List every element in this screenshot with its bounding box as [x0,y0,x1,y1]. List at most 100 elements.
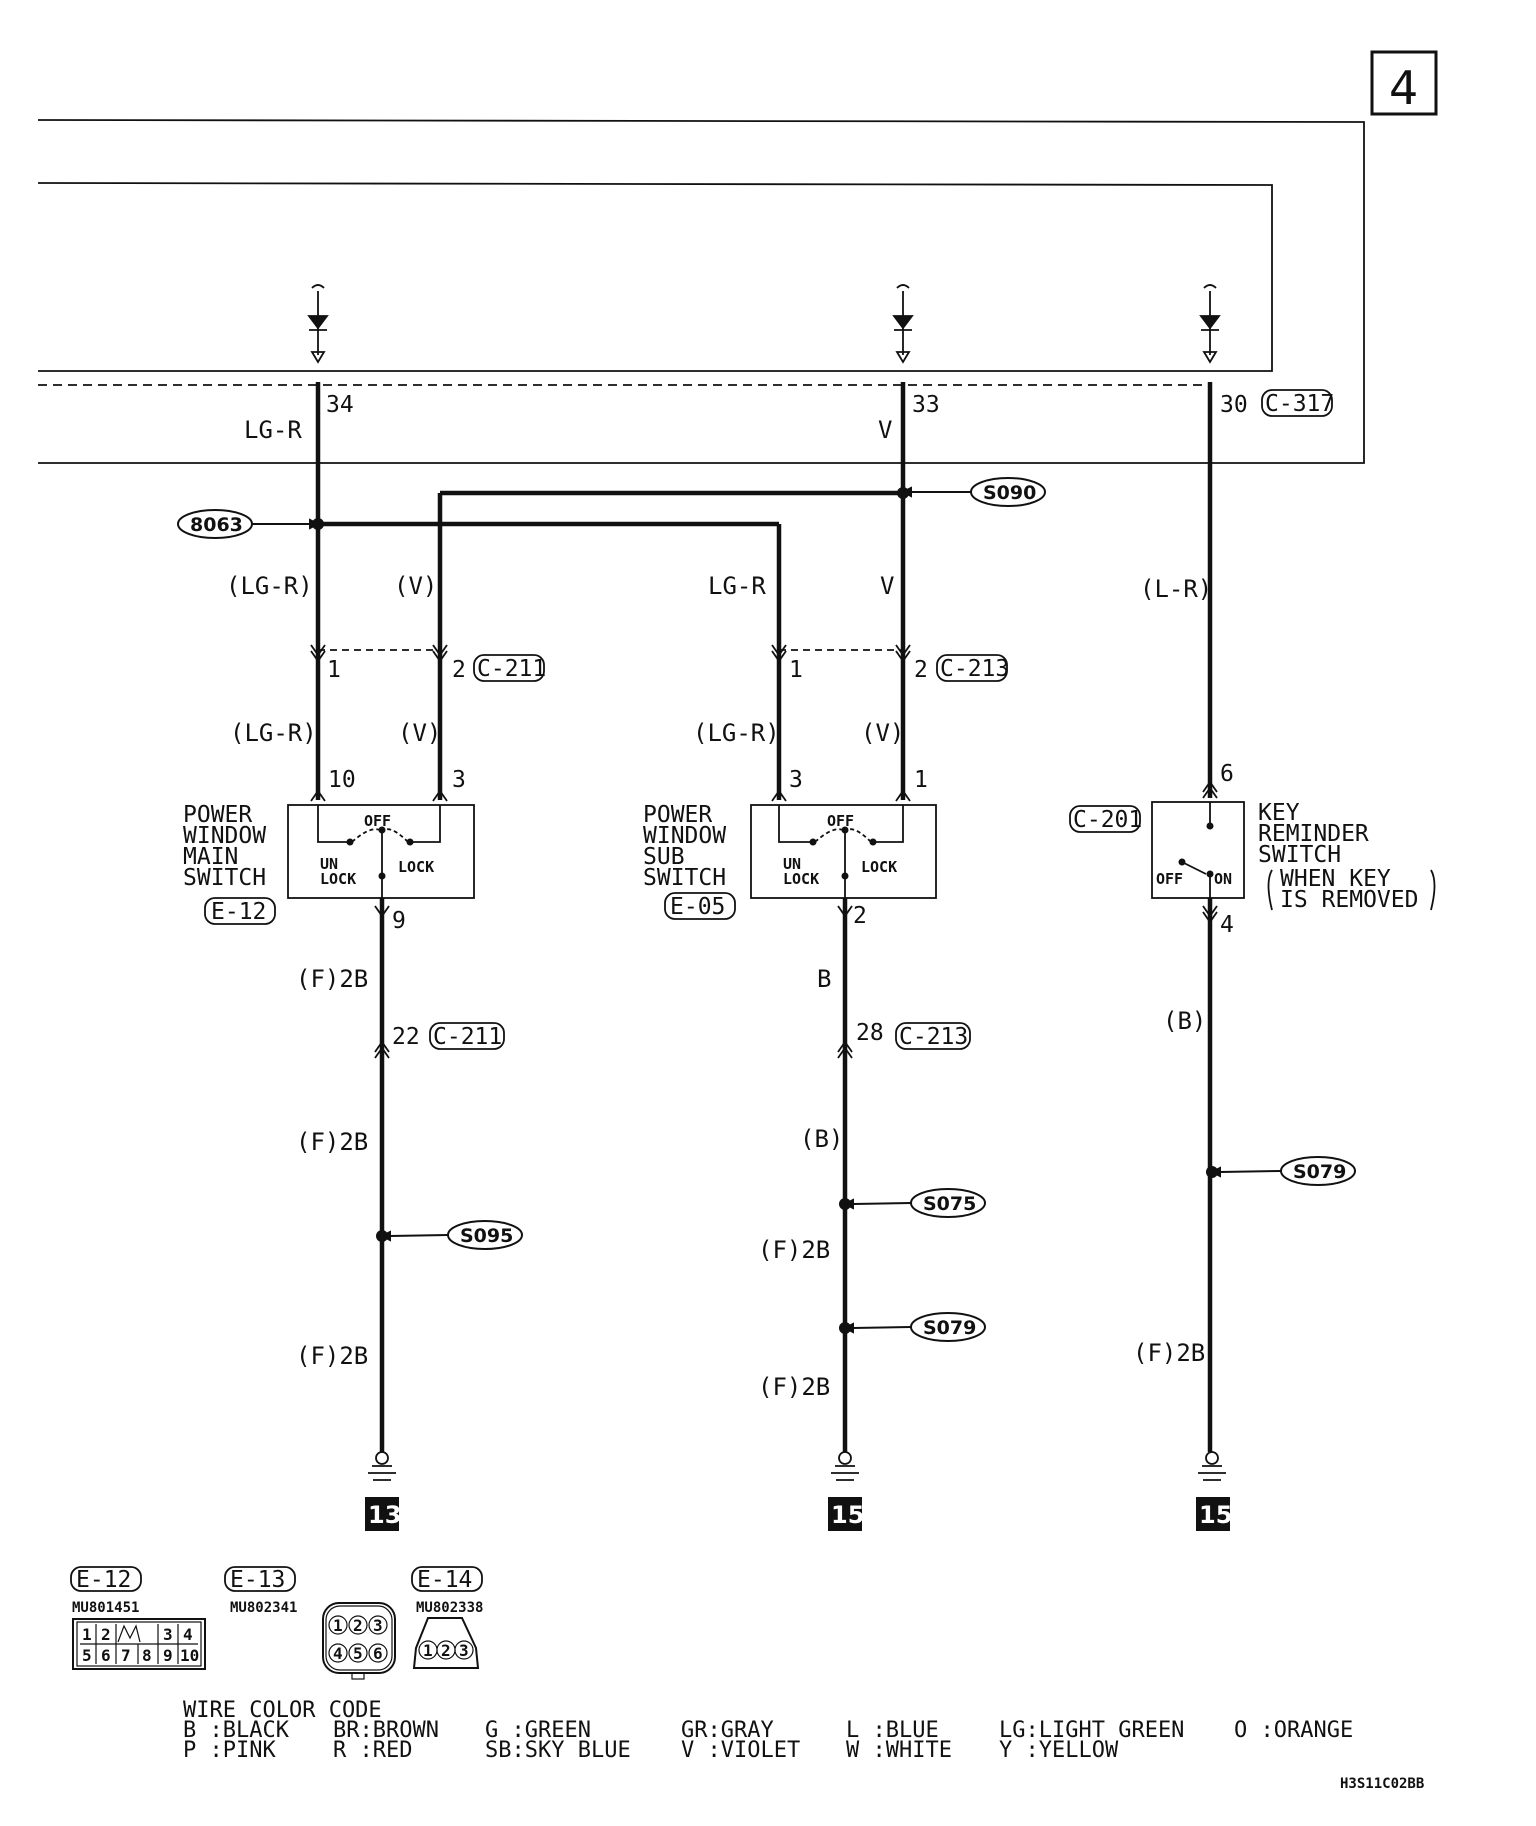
connector-c213: C-213 [940,656,1009,682]
ground-symbols [368,1451,1226,1481]
svg-text:6: 6 [101,1646,111,1665]
connector-c201: C-201 [1073,807,1142,833]
svg-text:MU802341: MU802341 [230,1600,297,1616]
wire-label: (L-R) [1140,575,1212,603]
pin-label: 28 [856,1020,884,1046]
key-switch-title: SWITCH [1258,842,1341,868]
sub-switch-title: SUB [643,844,685,870]
main-switch-title: WINDOW [183,823,266,849]
pin-label: 6 [1220,761,1234,787]
switch-unlock-label: LOCK [783,870,819,888]
wire-v-top: V [878,416,892,444]
pin-label: 3 [789,767,803,793]
svg-text:E-14: E-14 [417,1567,472,1593]
switch-off-label: OFF [827,812,854,830]
svg-text:5: 5 [353,1644,363,1663]
splice-s079-mid: S079 [923,1317,976,1339]
switch-un-label: UN [320,855,338,873]
svg-text:4: 4 [183,1625,193,1644]
svg-text:1: 1 [333,1616,343,1635]
svg-text:3: 3 [373,1616,383,1635]
svg-text:W :WHITE: W :WHITE [846,1738,952,1763]
svg-text:3: 3 [163,1625,173,1644]
page-number-box: 4 [1370,50,1438,116]
main-switch-title: MAIN [183,844,238,870]
connector-view-e14: E-14 MU802338 1 2 3 [411,1566,483,1669]
pin-30: 30 [1220,392,1248,418]
figure-code: H3S11C02BB [1340,1776,1424,1792]
svg-text:1: 1 [82,1625,92,1644]
switch-on-label: ON [1214,870,1232,888]
drop-34 [307,284,329,364]
splice-s079-right: S079 [1293,1161,1346,1183]
svg-text:8: 8 [142,1646,152,1665]
svg-text:L :BLUE: L :BLUE [846,1718,939,1743]
key-switch-note: IS REMOVED [1280,887,1418,913]
pin-label: 2 [452,657,466,683]
connector-view-e12: E-12 MU801451 1 2 3 4 5 6 7 8 9 10 [70,1566,206,1670]
svg-text:1: 1 [423,1641,433,1660]
harness-frame [37,119,1365,464]
pin-label: 3 [452,767,466,793]
sub-switch-column: LG-R V 1 2 C-213 (LG-R) (V) 3 1 OFF UN L… [643,572,1009,1401]
svg-text:10: 10 [180,1646,199,1665]
svg-text:2: 2 [441,1641,451,1660]
splice-labels [177,477,1356,1342]
sub-switch-title: SWITCH [643,865,726,891]
wires [315,382,1213,1452]
switch-off-label: OFF [1156,870,1183,888]
ground-ref-15: 15 [831,1501,864,1529]
drop-33 [892,284,914,364]
svg-text:V :VIOLET: V :VIOLET [681,1738,800,1763]
pin-label: 4 [1220,912,1234,938]
wire-label: (LG-R) [693,719,780,747]
svg-text:R :RED: R :RED [333,1738,412,1763]
wire-label: LG-R [708,572,766,600]
switch-unlock-label: LOCK [320,870,356,888]
wire-label: (F)2B [296,1128,368,1156]
sub-switch-id: E-05 [670,894,725,920]
svg-text:B :BLACK: B :BLACK [183,1718,290,1743]
svg-text:9: 9 [163,1646,173,1665]
switch-lock-label: LOCK [398,858,434,876]
wire-lgr-top: LG-R [244,416,302,444]
key-switch-title: REMINDER [1258,821,1369,847]
pin-34: 34 [326,392,354,418]
pin-label: 1 [327,657,341,683]
sub-switch-title: WINDOW [643,823,726,849]
switch-off-label: OFF [364,812,391,830]
wire-color-code-title: WIRE COLOR CODE [183,1698,382,1723]
wire-label: (F)2B [1133,1339,1205,1367]
wire-label: (F)2B [758,1373,830,1401]
svg-text:BR:BROWN: BR:BROWN [333,1718,439,1743]
splice-8063: 8063 [190,514,243,536]
drop-30 [1199,284,1221,364]
connector-view-e13: E-13 MU802341 1 2 3 4 5 6 [224,1566,396,1680]
connector-drops [307,284,1221,364]
pin-label: 1 [789,657,803,683]
connector-c211: C-211 [477,656,546,682]
svg-text:LG:LIGHT GREEN: LG:LIGHT GREEN [999,1718,1184,1743]
splice-s090: S090 [983,482,1036,504]
svg-text:MU801451: MU801451 [72,1600,139,1616]
wire-label: (V) [861,719,904,747]
wire-label: (B) [800,1125,843,1153]
wire-label: (LG-R) [230,719,317,747]
main-switch-title: SWITCH [183,865,266,891]
main-switch-column: (LG-R) (V) 1 2 C-211 (LG-R) (V) 10 3 OFF… [183,572,546,1370]
pin-markers [310,644,1218,1059]
svg-text:2: 2 [353,1616,363,1635]
wire-label: V [880,572,894,600]
svg-text:5: 5 [82,1646,92,1665]
pin-label: 10 [328,767,356,793]
pin-label: 1 [914,767,928,793]
connector-c213-joint: C-213 [899,1024,968,1050]
wire-label: B [817,965,831,993]
key-switch-title: KEY [1258,800,1300,826]
svg-text:MU802338: MU802338 [416,1600,483,1616]
pin-33: 33 [912,392,940,418]
connector-c211-joint: C-211 [433,1024,502,1050]
svg-text:P :PINK: P :PINK [183,1738,276,1763]
wire-label: (B) [1163,1007,1206,1035]
